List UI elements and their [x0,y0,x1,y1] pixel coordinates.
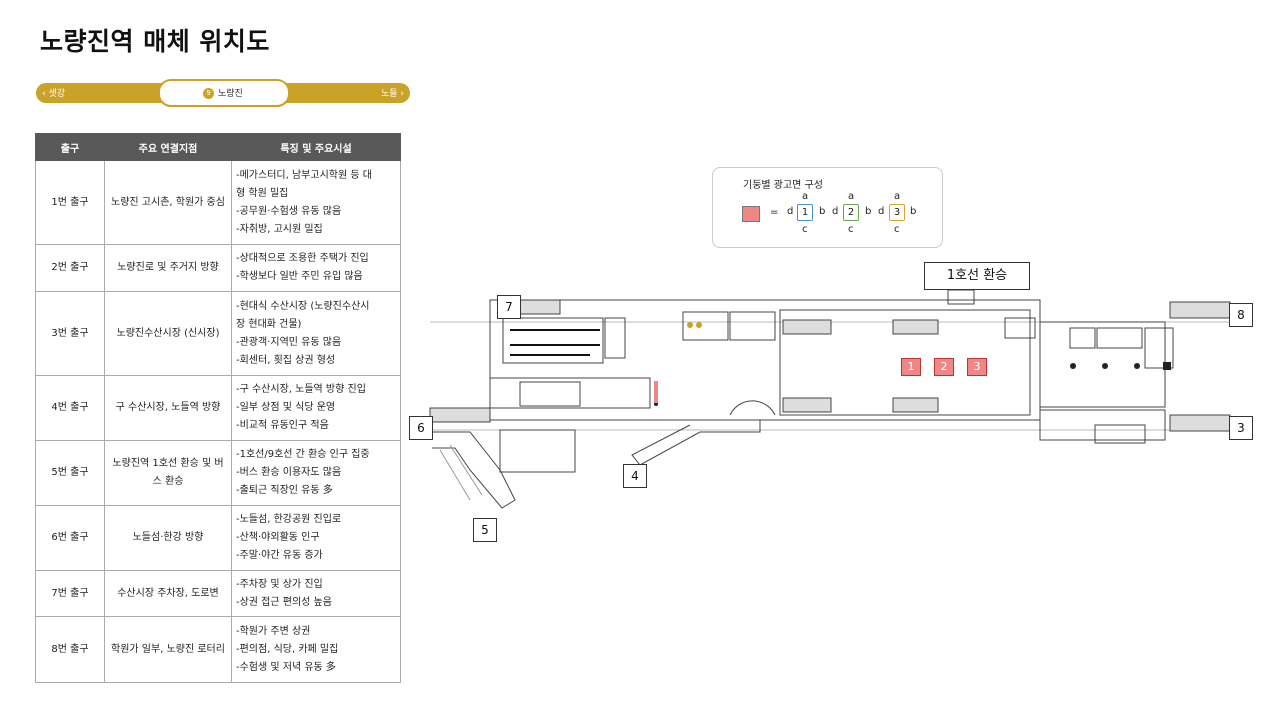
feature-line: -메가스터디, 남부고시학원 등 대 [236,169,372,181]
exit-label-7: 7 [497,295,521,319]
feature-line: -노들섬, 한강공원 진입로 [236,514,342,525]
line1-transfer-label: 1호선 환승 [924,262,1030,290]
feature-line: -학원가 주변 상권 [236,625,311,637]
features-cell: -상대적으로 조용한 주택가 진입 -학생보다 일반 주민 유입 많음 [231,244,401,292]
header-place: 주요 연결지점 [104,133,232,161]
face-d-label: d [832,206,839,217]
exit-table: 출구 주요 연결지점 특징 및 주요시설 1번 출구 노량진 고시촌, 학원가 … [35,133,401,683]
legend-pillar-swatch [742,206,760,222]
legend-box-2: 2 [843,204,859,221]
ad-pillar-2: 2 [934,358,954,376]
legend-box-1: 1 [797,204,813,221]
feature-line: -수험생 및 저녁 유동 多 [236,661,336,673]
ad-pillar-1: 1 [901,358,921,376]
feature-line: -구 수산시장, 노들역 방향 진입 [236,384,366,395]
line-number-badge: 9 [203,88,214,99]
feature-line: -버스 환승 이용자도 많음 [236,467,342,478]
header-exit: 출구 [35,133,105,161]
table-row: 1번 출구 노량진 고시촌, 학원가 중심 -메가스터디, 남부고시학원 등 대… [35,160,401,245]
face-d-label: d [878,206,885,217]
feature-line: -자취방, 고시원 밀집 [236,223,323,235]
place-cell: 학원가 일부, 노량진 로터리 [104,616,232,683]
feature-line: -관광객·지역민 유동 많음 [236,336,342,348]
table-row: 3번 출구 노량진수산시장 (신시장) -현대식 수산시장 (노량진수산시 장 … [35,291,401,376]
features-cell: -노들섬, 한강공원 진입로 -산책·야외활동 인구 -주말·야간 유동 증가 [231,505,401,571]
exit-cell: 8번 출구 [35,616,105,683]
table-row: 6번 출구 노들섬·한강 방향 -노들섬, 한강공원 진입로 -산책·야외활동 … [35,505,401,571]
table-header-row: 출구 주요 연결지점 특징 및 주요시설 [35,133,401,161]
ad-pillar-3: 3 [967,358,987,376]
place-cell: 노들섬·한강 방향 [104,505,232,571]
face-a-label: a [802,191,809,202]
current-station-name: 노량진 [218,89,243,99]
legend-equals: = [770,207,779,218]
line-bar: ‹ 샛강 9 노량진 노들 › [36,79,410,107]
feature-line: -현대식 수산시장 (노량진수산시 [236,300,370,312]
current-station: 9 노량진 [158,79,290,107]
feature-line: -주말·야간 유동 증가 [236,550,323,561]
features-cell: -구 수산시장, 노들역 방향 진입 -일부 상점 및 식당 운영 -비교적 유… [231,375,401,441]
table-row: 2번 출구 노량진로 및 주거지 방향 -상대적으로 조용한 주택가 진입 -학… [35,244,401,292]
legend-box-3: 3 [889,204,905,221]
feature-line: -출퇴근 직장인 유동 多 [236,485,333,496]
face-a-label: a [894,191,901,202]
face-b-label: b [819,206,826,217]
feature-line: -산책·야외활동 인구 [236,532,320,543]
exit-label-5: 5 [473,518,497,542]
feature-line: -일부 상점 및 식당 운영 [236,402,336,413]
next-station[interactable]: 노들 › [380,89,404,99]
exit-cell: 3번 출구 [35,291,105,376]
feature-line: -상권 접근 편의성 높음 [236,596,332,608]
features-cell: -학원가 주변 상권 -편의점, 식당, 카페 밀집 -수험생 및 저녁 유동 … [231,616,401,683]
exit-cell: 5번 출구 [35,440,105,506]
face-b-label: b [865,206,872,217]
place-cell: 노량진수산시장 (신시장) [104,291,232,376]
exit-label-8: 8 [1229,303,1253,327]
face-a-label: a [848,191,855,202]
header-features: 특징 및 주요시설 [231,133,401,161]
legend-title: 기둥별 광고면 구성 [743,180,823,191]
face-c-label: c [848,224,854,235]
face-b-label: b [910,206,917,217]
feature-line: -주차장 및 상가 진입 [236,578,323,590]
feature-line: -비교적 유동인구 적음 [236,420,329,431]
face-d-label: d [787,206,794,217]
exit-label-3: 3 [1229,416,1253,440]
feature-line: -1호선/9호선 간 환승 인구 집중 [236,449,370,460]
feature-line: 형 학원 밀집 [236,187,289,199]
exit-label-6: 6 [409,416,433,440]
features-cell: -메가스터디, 남부고시학원 등 대 형 학원 밀집 -공무원·수험생 유동 많… [231,160,401,245]
feature-line: -공무원·수험생 유동 많음 [236,205,342,217]
page-title: 노량진역 매체 위치도 [40,27,270,56]
face-c-label: c [802,224,808,235]
feature-line: -상대적으로 조용한 주택가 진입 [236,253,369,264]
face-c-label: c [894,224,900,235]
exit-label-4: 4 [623,464,647,488]
place-cell: 노량진로 및 주거지 방향 [104,244,232,292]
exit-cell: 4번 출구 [35,375,105,441]
feature-line: -편의점, 식당, 카페 밀집 [236,643,339,655]
pillar-legend: 기둥별 광고면 구성 = d a 1 c b d a 2 c b d a 3 c… [712,167,943,248]
feature-line: -학생보다 일반 주민 유입 많음 [236,271,363,282]
feature-line: -회센터, 횟집 상권 형성 [236,354,336,366]
table-row: 8번 출구 학원가 일부, 노량진 로터리 -학원가 주변 상권 -편의점, 식… [35,616,401,683]
features-cell: -현대식 수산시장 (노량진수산시 장 현대화 건물) -관광객·지역민 유동 … [231,291,401,376]
place-cell: 수산시장 주차장, 도로변 [104,570,232,617]
exit-cell: 1번 출구 [35,160,105,245]
feature-line: 장 현대화 건물) [236,318,302,330]
prev-station[interactable]: ‹ 샛강 [42,89,66,99]
